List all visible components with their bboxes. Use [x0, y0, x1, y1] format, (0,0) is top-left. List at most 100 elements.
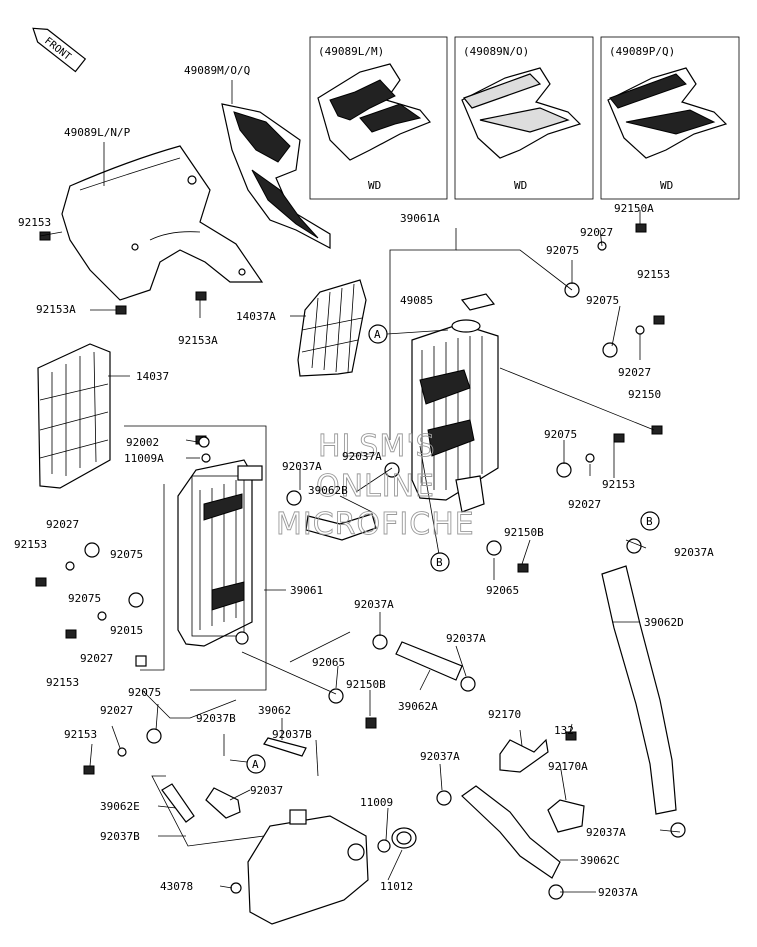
part-label: 92037 — [250, 784, 283, 797]
o-ring-92065 — [328, 540, 502, 704]
part-label: 92037A — [342, 450, 382, 463]
part-label: 49089M/O/Q — [184, 64, 250, 77]
inset-code-1: (49089L/M) — [318, 45, 384, 58]
inset-box-3: (49089P/Q) WD — [600, 36, 740, 200]
part-label: 92037B — [272, 728, 312, 741]
callout-a-top: A — [368, 324, 449, 344]
part-label: 92037B — [196, 712, 236, 725]
part-label: 92150B — [346, 678, 386, 691]
svg-text:ONLINE: ONLINE — [316, 469, 435, 504]
part-label: 14037A — [236, 310, 276, 323]
clamp-92037 — [205, 787, 241, 819]
part-label: 11009A — [124, 452, 164, 465]
part-label: 39062A — [398, 700, 438, 713]
part-label: 92153 — [64, 728, 97, 741]
part-label: 92170A — [548, 760, 588, 773]
part-label: 39062D — [644, 616, 684, 629]
part-label: 92075 — [546, 244, 579, 257]
part-label: 92170 — [488, 708, 521, 721]
gasket-11009 — [377, 839, 391, 853]
part-label: 39062E — [100, 800, 140, 813]
part-label: 92065 — [312, 656, 345, 669]
part-label: 11012 — [380, 880, 413, 893]
hose-39062C — [461, 785, 561, 879]
part-label: 92037A — [420, 750, 460, 763]
part-label: 92150 — [628, 388, 661, 401]
radiator-shroud-large — [61, 145, 264, 301]
hose-39062B — [305, 513, 377, 541]
leader-lines — [39, 80, 681, 893]
part-label: 92037A — [674, 546, 714, 559]
part-label: 49085 — [400, 294, 433, 307]
hose-39062D — [601, 565, 677, 815]
part-label: 92027 — [618, 366, 651, 379]
part-label: 92075 — [110, 548, 143, 561]
part-label: 43078 — [160, 880, 193, 893]
part-label: 39061A — [400, 212, 440, 225]
part-label: 49089L/N/P — [64, 126, 131, 139]
part-label: 14037 — [136, 370, 169, 383]
pad-49085 — [460, 293, 496, 311]
hose-39062A — [395, 641, 463, 681]
svg-text:B: B — [436, 556, 443, 569]
svg-text:MICROFICHE: MICROFICHE — [276, 507, 475, 542]
part-label: 92153A — [36, 303, 76, 316]
callout-a-bottom: A — [229, 754, 266, 774]
radiator-right-39061A — [411, 319, 499, 513]
part-label: 92065 — [486, 584, 519, 597]
front-arrow-badge: FRONT — [32, 27, 87, 73]
part-label: 92075 — [544, 428, 577, 441]
radiator-grille-14037 — [37, 343, 111, 489]
inset-box-1: (49089L/M) WD — [309, 36, 448, 200]
part-label: 92027 — [100, 704, 133, 717]
svg-text:HLSM'S: HLSM'S — [318, 429, 436, 464]
inset-code-2: (49089N/O) — [463, 45, 529, 58]
cap-92002 — [198, 436, 211, 463]
part-label: 39062B — [308, 484, 348, 497]
part-labels: 49089M/O/Q 49089L/N/P 92153 92153A 92153… — [14, 64, 714, 899]
part-label: 92150B — [504, 526, 544, 539]
part-label: 92037A — [282, 460, 322, 473]
callout-b-mid: B — [430, 552, 450, 572]
part-label: 92002 — [126, 436, 159, 449]
part-label: 92075 — [586, 294, 619, 307]
inset-box-2: (49089N/O) WD — [454, 36, 594, 200]
reservoir-tank-43078 — [230, 809, 369, 925]
part-label: 92153 — [637, 268, 670, 281]
svg-text:B: B — [646, 515, 653, 528]
part-label: 92153A — [178, 334, 218, 347]
inset-code-3: (49089P/Q) — [609, 45, 675, 58]
svg-text:A: A — [252, 758, 259, 771]
part-label: 92153 — [14, 538, 47, 551]
part-label: 92027 — [568, 498, 601, 511]
part-label: 92027 — [80, 652, 113, 665]
clip-92170 — [499, 738, 585, 833]
part-label: 92037A — [598, 886, 638, 899]
clamp-92037A — [286, 462, 686, 900]
part-label: 92150A — [614, 202, 654, 215]
part-label: 11009 — [360, 796, 393, 809]
svg-text:A: A — [374, 328, 381, 341]
inset-note-1: WD — [368, 179, 381, 192]
collar-92015 — [135, 655, 147, 667]
part-label: 92037A — [446, 632, 486, 645]
part-label: 39061 — [290, 584, 323, 597]
part-label: 92037A — [586, 826, 626, 839]
callout-b-right: B — [640, 511, 660, 531]
hose-39062 — [263, 737, 307, 757]
part-label: 39062 — [258, 704, 291, 717]
inset-note-3: WD — [660, 179, 673, 192]
part-label: 92037B — [100, 830, 140, 843]
watermark: HLSM'S ONLINE MICROFICHE — [276, 429, 475, 543]
radiator-left-39061 — [177, 459, 263, 647]
part-label: 92153 — [18, 216, 51, 229]
part-label: 92153 — [602, 478, 635, 491]
hose-39062E — [161, 783, 195, 823]
reservoir-cap-11012 — [391, 827, 417, 849]
part-label: 92015 — [110, 624, 143, 637]
part-label: 92027 — [46, 518, 79, 531]
part-label: 92075 — [68, 592, 101, 605]
inset-note-2: WD — [514, 179, 527, 192]
part-label: 92153 — [46, 676, 79, 689]
radiator-shroud-small — [221, 103, 331, 249]
